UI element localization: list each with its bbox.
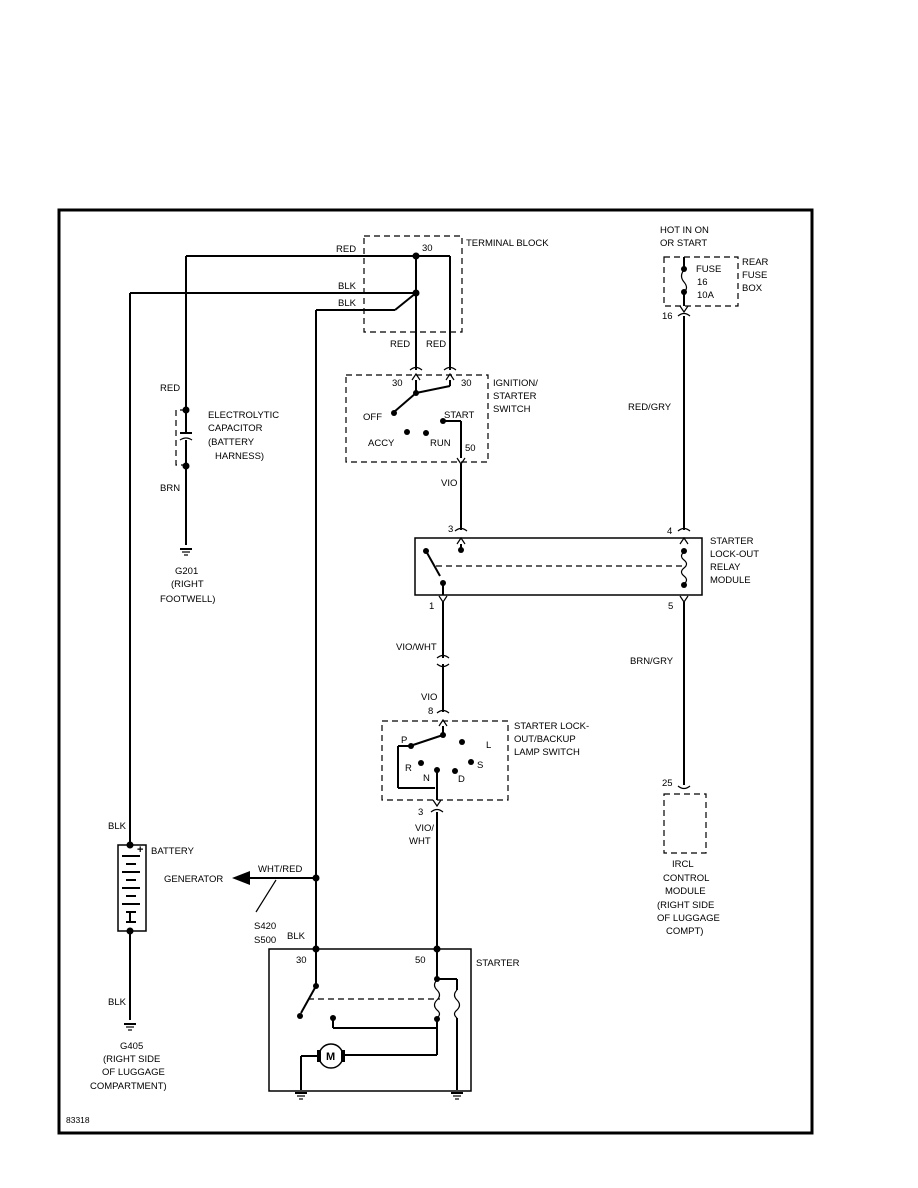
relay-pin-5: 5 [668,601,673,612]
pos-r: R [405,763,412,774]
wire-label-vio-wht: VIO/WHT [396,642,437,653]
pos-s: S [477,760,483,771]
rear-fuse-box-label-3: BOX [742,283,763,294]
diagram-frame [57,208,814,1135]
ircl-label-3: MODULE [665,886,706,897]
ircl-label-6: COMPT) [666,926,703,937]
g201-label-3: FOOTWELL) [160,594,215,605]
wire-label-blk-gnd: BLK [108,997,127,1008]
ircl-pin: 25 [662,778,673,789]
cap-label-2: CAPACITOR [208,423,263,434]
wire-label-vio-wht2a: VIO/ [415,823,434,834]
rear-fuse-box: HOT IN ON OR START FUSE 16 10A REAR FUSE… [660,225,769,322]
ign-pin-30b: 30 [461,378,472,389]
generator-label: GENERATOR [164,874,223,885]
ign-off: OFF [363,412,382,423]
ircl-label-1: IRCL [672,859,694,870]
wire-label-red-tb2: RED [426,339,446,350]
relay-pin-3: 3 [448,524,453,535]
cap-label-3: (BATTERY [208,437,255,448]
wire-label-blk-batt: BLK [108,821,127,832]
wire-label-blk-starter: BLK [287,931,306,942]
wire-label-red-tb1: RED [390,339,410,350]
wire-label-vio2: VIO [421,692,437,703]
pos-l: L [486,740,491,751]
fuse-label-2: 16 [697,277,708,288]
cap-label-4: HARNESS) [215,451,264,462]
relay-label-4: MODULE [710,575,751,586]
s420-label: S420 [254,921,276,932]
ircl-control-module: 25 IRCL CONTROL MODULE (RIGHT SIDE OF LU… [657,778,720,937]
rear-fuse-box-label-1: REAR [742,257,769,268]
terminal-block-pin: 30 [422,243,433,254]
wire-label-wht-red: WHT/RED [258,864,302,875]
fuse-pin: 16 [662,311,673,322]
rear-fuse-box-label-2: FUSE [742,270,767,281]
ircl-label-5: OF LUGGAGE [657,913,720,924]
wire-label-red-gry: RED/GRY [628,402,672,413]
lockout-pin-3: 3 [418,807,423,818]
ircl-label-4: (RIGHT SIDE [657,900,714,911]
pos-d: D [458,774,465,785]
hot-label-2: OR START [660,238,707,249]
cap-label-1: ELECTROLYTIC [208,410,279,421]
fuse-label-3: 10A [697,290,715,301]
starter-pin-50: 50 [415,955,426,966]
wire-label-blk-top2: BLK [338,298,357,309]
lockout-label-1: STARTER LOCK- [514,721,589,732]
wire-label-brn-cap: BRN [160,483,180,494]
ign-label-3: SWITCH [493,404,531,415]
relay-label-3: RELAY [710,562,741,573]
pos-n: N [423,773,430,784]
battery: + BATTERY [117,293,195,1031]
relay-label-2: LOCK-OUT [710,549,759,560]
lockout-label-2: OUT/BACKUP [514,734,576,745]
wire-label-red-top: RED [336,244,356,255]
terminal-block: TERMINAL BLOCK 30 [130,235,549,370]
s500-label: S500 [254,935,276,946]
lockout-pin-8: 8 [428,706,433,717]
g405-label-3: OF LUGGAGE [102,1067,165,1078]
ignition-starter-switch: 30 30 OFF START ACCY RUN 50 IGNITION/ ST… [345,366,538,466]
pos-p: P [401,735,407,746]
lockout-label-3: LAMP SWITCH [514,747,580,758]
g405-label-2: (RIGHT SIDE [103,1054,160,1065]
generator-feed: GENERATOR WHT/RED S420 S500 [164,310,320,949]
relay-label-1: STARTER [710,536,754,547]
motor-symbol: M [326,1051,335,1063]
battery-plus: + [137,844,143,856]
electrolytic-capacitor: ELECTROLYTIC CAPACITOR (BATTERY HARNESS) [175,256,279,556]
ign-label-2: STARTER [493,391,537,402]
starter-lockout-relay-module: 3 4 1 5 STARTER LOCK-OUT RELAY MODULE [414,524,759,612]
ign-start: START [444,410,474,421]
fuse-label-1: FUSE [696,264,721,275]
relay-pin-4: 4 [667,526,672,537]
wire-label-red-cap: RED [160,383,180,394]
ign-label-1: IGNITION/ [493,378,538,389]
figure-id: 83318 [66,1115,90,1125]
wire-label-vio: VIO [441,478,457,489]
g201-label-1: G201 [175,566,198,577]
hot-label-1: HOT IN ON [660,225,709,236]
battery-label: BATTERY [151,846,195,857]
wire-label-brn-gry: BRN/GRY [630,656,674,667]
ircl-label-2: CONTROL [663,873,709,884]
g405-label-1: G405 [120,1041,143,1052]
ign-pin-30a: 30 [392,378,403,389]
wire-label-vio-wht2b: WHT [409,836,431,847]
g201-label-2: (RIGHT [171,579,204,590]
starter-pin-30: 30 [296,955,307,966]
wire-label-blk-top1: BLK [338,281,357,292]
lockout-backup-lamp-switch: P L R S N D 8 3 STARTER LOCK- OUT/BACKUP… [381,706,589,818]
starter: 30 50 STARTER M [268,945,520,1100]
starter-label: STARTER [476,958,520,969]
g405-label-4: COMPARTMENT) [90,1081,167,1092]
ign-pin-50: 50 [465,443,476,454]
relay-pin-1: 1 [429,601,434,612]
ign-run: RUN [430,438,451,449]
ign-accy: ACCY [368,438,395,449]
terminal-block-label: TERMINAL BLOCK [466,238,549,249]
